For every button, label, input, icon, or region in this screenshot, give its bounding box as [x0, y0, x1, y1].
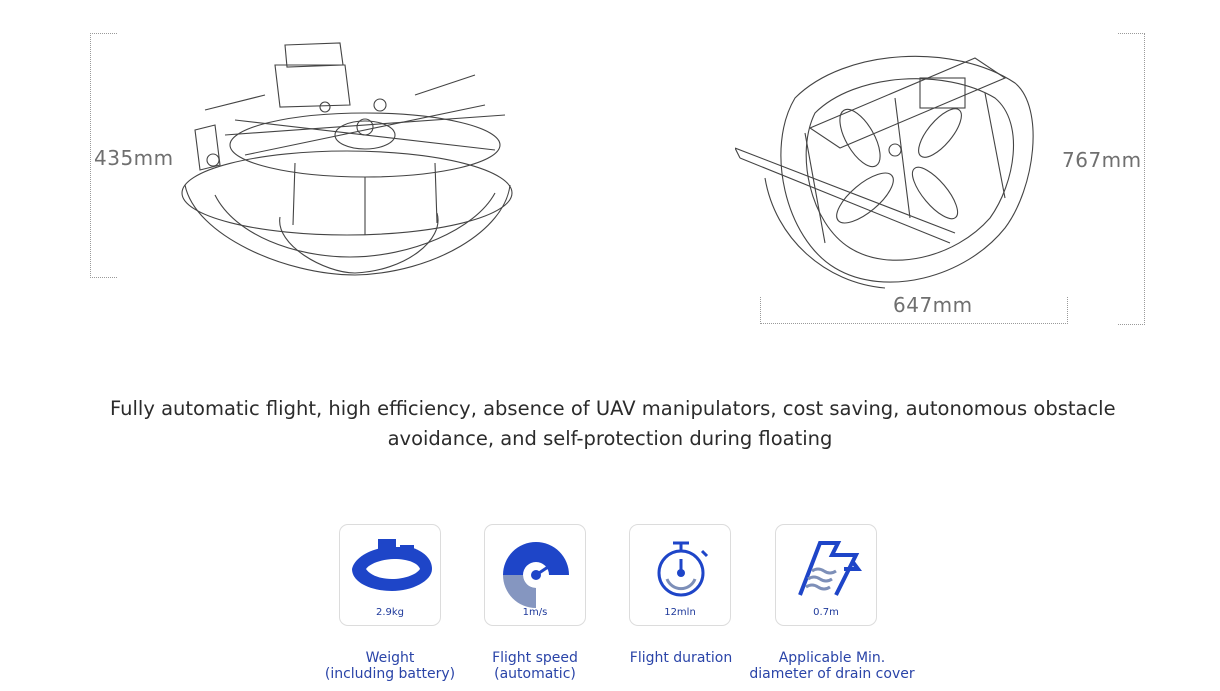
spec-card-drain-cover: 0.7m	[775, 524, 877, 626]
spec-card-duration: 12mln	[629, 524, 731, 626]
height-dimension-label: 435mm	[94, 146, 174, 170]
weight-caption-line1: Weight	[365, 650, 415, 666]
length-dimension-line	[1118, 33, 1145, 325]
drain-cover-caption-line1: Applicable Min.	[778, 650, 886, 666]
duration-caption: Flight duration	[586, 650, 776, 666]
drone-side-view-drawing	[181, 42, 513, 276]
duration-value: 12mln	[664, 607, 696, 618]
drain-cover-value: 0.7m	[813, 607, 839, 618]
weight-caption: Weight (including battery)	[295, 650, 485, 682]
drain-cover-icon	[798, 541, 862, 596]
drain-cover-caption: Applicable Min. diameter of drain cover	[737, 650, 927, 682]
duration-caption-line1: Flight duration	[629, 650, 733, 666]
spec-card-weight: 2.9kg	[339, 524, 441, 626]
speed-caption-line1: Flight speed	[492, 650, 578, 666]
weight-caption-line2: (including battery)	[324, 666, 456, 682]
height-dimension-line	[90, 33, 117, 278]
feature-tagline: Fully automatic flight, high efficiency,…	[110, 394, 1116, 454]
stopwatch-icon	[657, 541, 709, 597]
drone-top-view-drawing	[735, 55, 1034, 289]
speed-value: 1m/s	[522, 607, 548, 618]
width-dimension-label: 647mm	[893, 293, 973, 317]
tagline-line-1: Fully automatic flight, high efficiency,…	[110, 397, 1116, 420]
drain-cover-caption-line2: diameter of drain cover	[749, 666, 915, 682]
speedometer-icon	[503, 542, 569, 608]
spec-card-speed: 1m/s	[484, 524, 586, 626]
speed-caption-line2: (automatic)	[494, 666, 576, 682]
speed-caption: Flight speed (automatic)	[440, 650, 630, 682]
length-dimension-label: 767mm	[1062, 148, 1142, 172]
width-dimension-line	[760, 297, 1068, 324]
drone-icon	[352, 539, 432, 591]
weight-value: 2.9kg	[375, 607, 405, 618]
tagline-line-2: avoidance, and self-protection during fl…	[387, 427, 833, 450]
